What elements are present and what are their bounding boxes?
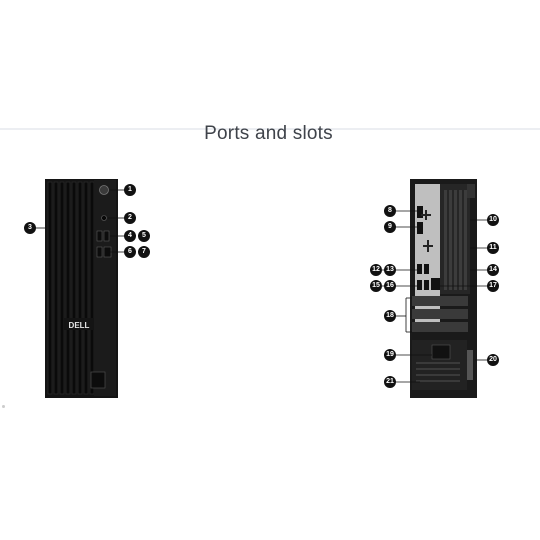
callout-15: 15 [370,280,382,292]
displayport-icon [417,206,423,218]
stray-dot [2,405,5,408]
usb-port-icon [96,246,103,258]
callout-5: 5 [138,230,150,242]
callout-3: 3 [24,222,36,234]
rear-view-tower [410,179,477,398]
front-view-tower: DELL [45,179,118,398]
callout-13: 13 [384,264,396,276]
usb-port-icon [103,230,110,242]
power-button-icon [99,185,109,195]
usb-port-icon [417,280,422,290]
callout-17: 17 [487,280,499,292]
callout-1: 1 [124,184,136,196]
callout-10: 10 [487,214,499,226]
callout-9: 9 [384,221,396,233]
page-title: Ports and slots [204,123,333,144]
callout-8: 8 [384,205,396,217]
front-panel-slot [90,371,106,389]
power-connector-icon [431,344,451,360]
callout-19: 19 [384,349,396,361]
usb-port-icon [424,264,429,274]
page-header [0,0,540,128]
callout-7: 7 [138,246,150,258]
callout-11: 11 [487,242,499,254]
callout-2: 2 [124,212,136,224]
callout-14: 14 [487,264,499,276]
dell-logo: DELL [69,321,90,330]
usb-port-icon [424,280,429,290]
audio-jack-icon [101,215,107,221]
callout-12: 12 [370,264,382,276]
sd-card-slot-icon [103,246,112,258]
callout-18: 18 [384,310,396,322]
callout-6: 6 [124,246,136,258]
usb-port-icon [96,230,103,242]
security-slot-icon [467,350,473,380]
hdmi-port-icon [417,222,423,234]
callout-21: 21 [384,376,396,388]
callout-20: 20 [487,354,499,366]
callout-4: 4 [124,230,136,242]
callout-16: 16 [384,280,396,292]
ethernet-port-icon [431,278,440,290]
usb-port-icon [417,264,422,274]
header-divider [0,128,540,130]
